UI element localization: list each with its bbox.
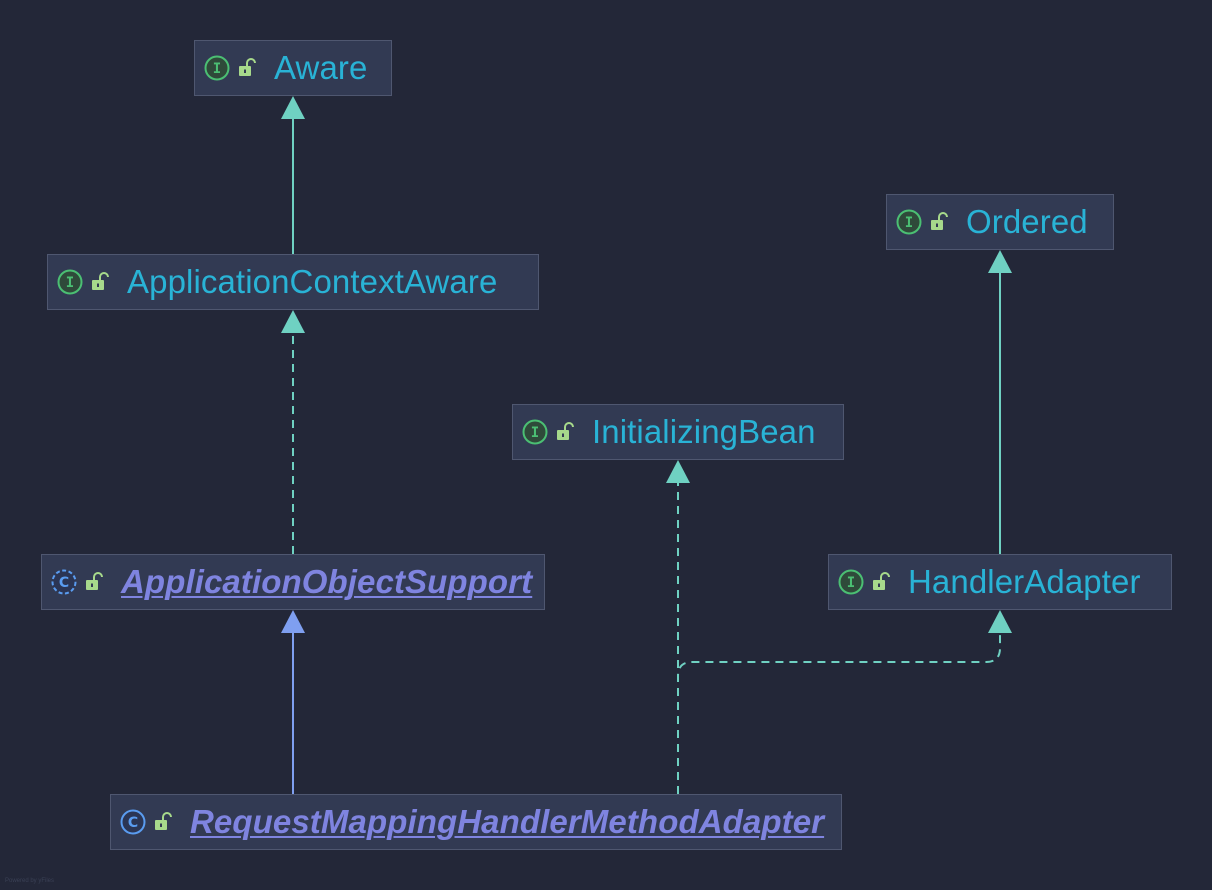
footer-credit: Powered by yFiles <box>5 878 55 884</box>
edge-implements <box>677 632 1001 794</box>
node-label: ApplicationContextAware <box>127 263 498 300</box>
node-label: RequestMappingHandlerMethodAdapter <box>190 803 825 840</box>
interface-icon: I <box>522 419 548 445</box>
node-label: Ordered <box>966 203 1088 240</box>
unlocked-icon <box>931 212 948 230</box>
unlocked-icon <box>86 572 103 590</box>
unlocked-icon <box>155 812 172 830</box>
edge-arrowhead <box>281 610 305 633</box>
edge-arrowhead <box>281 96 305 119</box>
unlocked-icon <box>557 422 574 440</box>
class-icon: C <box>120 809 146 835</box>
node-aware[interactable]: I Aware <box>194 40 392 96</box>
svg-text:C: C <box>59 575 69 591</box>
node-ordered[interactable]: I Ordered <box>886 194 1114 250</box>
node-handler-adapter[interactable]: I HandlerAdapter <box>828 554 1172 610</box>
interface-icon: I <box>896 209 922 235</box>
node-label: InitializingBean <box>592 413 816 450</box>
node-application-context-aware[interactable]: I ApplicationContextAware <box>47 254 539 310</box>
svg-text:I: I <box>531 425 539 441</box>
svg-text:I: I <box>847 575 855 591</box>
svg-text:I: I <box>66 275 74 291</box>
edge-arrowhead <box>988 610 1012 633</box>
unlocked-icon <box>239 58 256 76</box>
node-label: Aware <box>274 49 368 86</box>
interface-icon: I <box>204 55 230 81</box>
svg-text:C: C <box>128 815 138 831</box>
edge-arrowhead <box>666 460 690 483</box>
node-request-mapping-handler-method-adapter[interactable]: C RequestMappingHandlerMethodAdapter <box>110 794 842 850</box>
node-initializing-bean[interactable]: I InitializingBean <box>512 404 844 460</box>
unlocked-icon <box>873 572 890 590</box>
abstract-class-icon: C <box>51 569 77 595</box>
edge-arrowhead <box>988 250 1012 273</box>
edge-arrowhead <box>281 310 305 333</box>
node-label: HandlerAdapter <box>908 563 1141 600</box>
svg-text:I: I <box>213 61 221 77</box>
unlocked-icon <box>92 272 109 290</box>
interface-icon: I <box>838 569 864 595</box>
node-application-object-support[interactable]: C ApplicationObjectSupport <box>41 554 545 610</box>
interface-icon: I <box>57 269 83 295</box>
svg-text:I: I <box>905 215 913 231</box>
node-label: ApplicationObjectSupport <box>121 563 533 600</box>
